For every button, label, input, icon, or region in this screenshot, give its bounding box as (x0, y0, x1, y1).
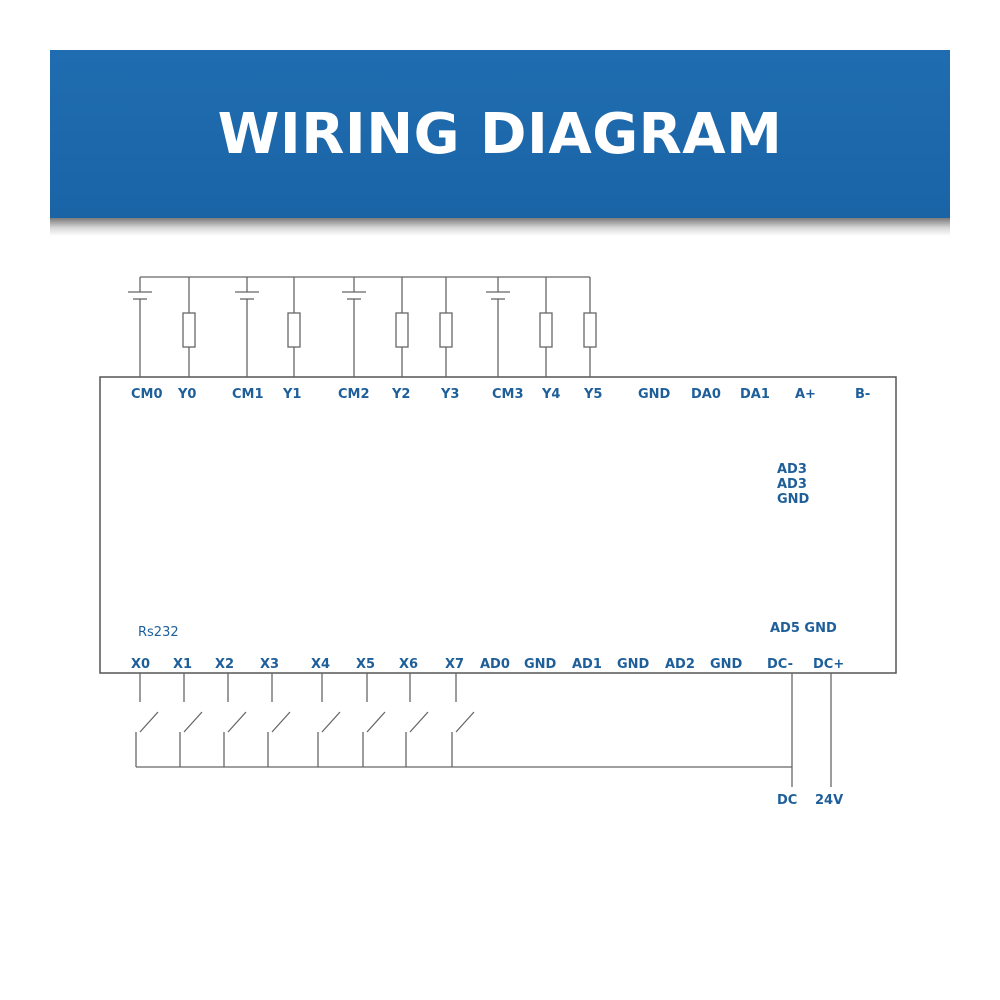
controller-box (99, 376, 897, 674)
terminal-da0: DA0 (691, 387, 721, 402)
x4-switch (317, 673, 341, 767)
terminal-ad2: AD2 (665, 657, 695, 672)
analog-labels: AD3 AD3 GND AD5 GND (770, 462, 837, 636)
terminal-cm3: CM3 (492, 387, 524, 402)
cm3-supply-symbol (486, 277, 510, 377)
cm1-supply-symbol (235, 277, 259, 377)
terminal-dc-minus: DC- (767, 657, 793, 672)
terminal-y2: Y2 (391, 387, 410, 402)
terminal-cm0: CM0 (131, 387, 163, 402)
terminal-cm2: CM2 (338, 387, 370, 402)
y3-load-resistor (439, 277, 453, 377)
terminal-gnd-2: GND (617, 657, 650, 672)
terminal-cm1: CM1 (232, 387, 264, 402)
terminal-x2: X2 (215, 657, 234, 672)
y1-load-resistor (287, 277, 301, 377)
y4-load-resistor (539, 277, 553, 377)
terminal-x3: X3 (260, 657, 279, 672)
x7-switch (451, 673, 475, 767)
terminal-x1: X1 (173, 657, 192, 672)
label-ad3-2: AD3 (777, 477, 807, 492)
label-ad5-gnd: AD5 GND (770, 621, 837, 636)
y5-load-resistor (583, 277, 597, 377)
terminal-y5: Y5 (583, 387, 602, 402)
title-banner: WIRING DIAGRAM (50, 50, 950, 218)
label-ad3-1: AD3 (777, 462, 807, 477)
terminal-gnd-1: GND (524, 657, 557, 672)
cm2-supply-symbol (342, 277, 366, 377)
label-rs232: Rs232 (138, 625, 179, 640)
terminal-x5: X5 (356, 657, 375, 672)
terminal-ad1: AD1 (572, 657, 602, 672)
label-dc: DC (777, 793, 797, 808)
x5-switch (362, 673, 386, 767)
terminal-x7: X7 (445, 657, 464, 672)
terminal-gnd-top: GND (638, 387, 671, 402)
label-gnd-analog: GND (777, 492, 810, 507)
y2-load-resistor (395, 277, 409, 377)
input-switches (135, 673, 475, 767)
bottom-terminal-labels: X0 X1 X2 X3 X4 X5 X6 X7 AD0 GND AD1 GND … (131, 657, 844, 672)
page-title: WIRING DIAGRAM (217, 101, 783, 167)
terminal-da1: DA1 (740, 387, 770, 402)
x6-switch (405, 673, 429, 767)
terminal-y1: Y1 (282, 387, 301, 402)
terminal-x4: X4 (311, 657, 330, 672)
top-wiring (128, 277, 597, 377)
terminal-a-plus: A+ (795, 387, 816, 402)
terminal-gnd-3: GND (710, 657, 743, 672)
cm0-supply-symbol (128, 277, 152, 377)
banner-shadow (50, 218, 950, 236)
terminal-y4: Y4 (541, 387, 560, 402)
terminal-x0: X0 (131, 657, 150, 672)
y0-load-resistor (182, 277, 196, 377)
x0-switch (135, 673, 159, 767)
x2-switch (223, 673, 247, 767)
terminal-y0: Y0 (177, 387, 196, 402)
label-24v: 24V (815, 793, 843, 808)
terminal-y3: Y3 (440, 387, 459, 402)
x3-switch (267, 673, 291, 767)
terminal-dc-plus: DC+ (813, 657, 844, 672)
terminal-x6: X6 (399, 657, 418, 672)
top-terminal-labels: CM0 Y0 CM1 Y1 CM2 Y2 Y3 CM3 Y4 Y5 GND DA… (131, 387, 870, 402)
terminal-ad0: AD0 (480, 657, 510, 672)
x1-switch (179, 673, 203, 767)
terminal-b-minus: B- (855, 387, 870, 402)
